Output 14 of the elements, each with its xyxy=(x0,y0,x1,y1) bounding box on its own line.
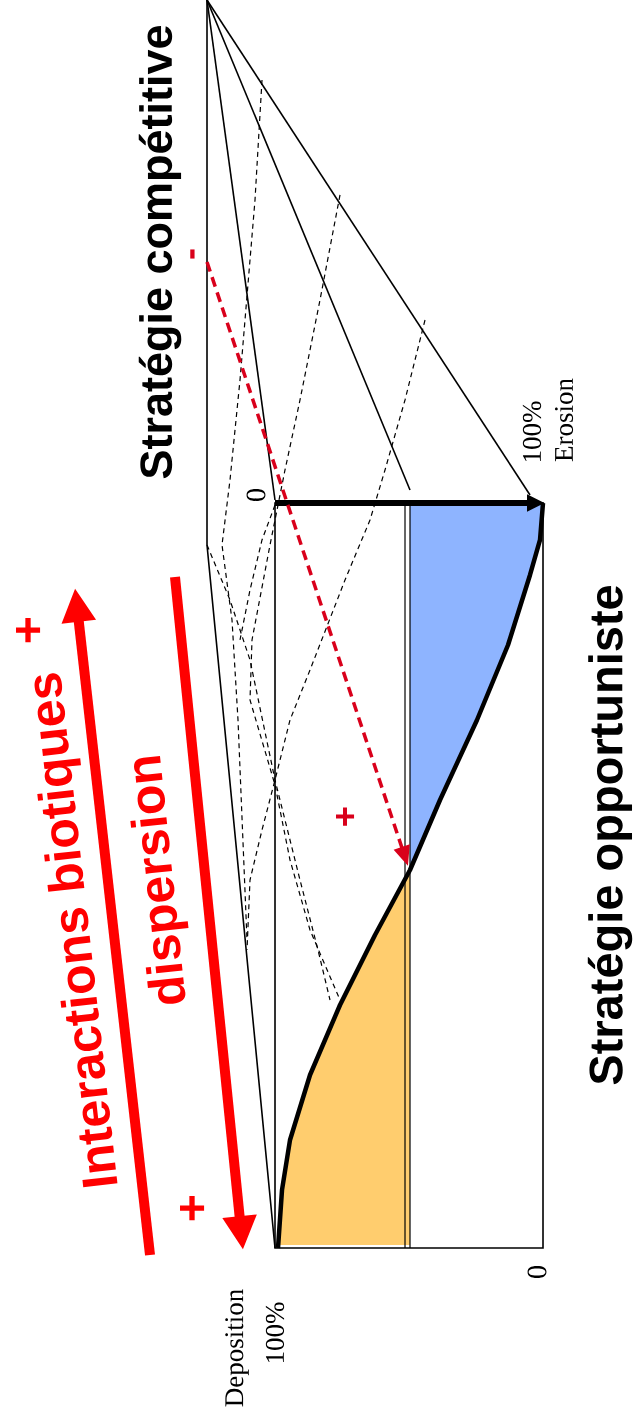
arrow-label: dispersion xyxy=(130,756,189,1004)
axis-label: Erosion xyxy=(554,378,574,462)
sign-label: + xyxy=(16,617,41,643)
strategy-label: Stratégie opportuniste xyxy=(587,585,633,1085)
strategy-label: Stratégie compétitive xyxy=(138,26,182,479)
axis-tick-label: 0 xyxy=(527,1266,547,1278)
sign-label: + xyxy=(180,1195,205,1221)
axis-tick-label: 0 xyxy=(246,489,266,501)
axis-tick-label: 100% xyxy=(522,401,542,462)
sign-label: + xyxy=(336,807,355,826)
sign-label: - xyxy=(190,249,195,259)
arrow-label: Interactions biotiques xyxy=(34,673,118,1188)
axis-tick-label: 100% xyxy=(265,1302,285,1363)
axis-label: Deposition xyxy=(225,1289,249,1407)
